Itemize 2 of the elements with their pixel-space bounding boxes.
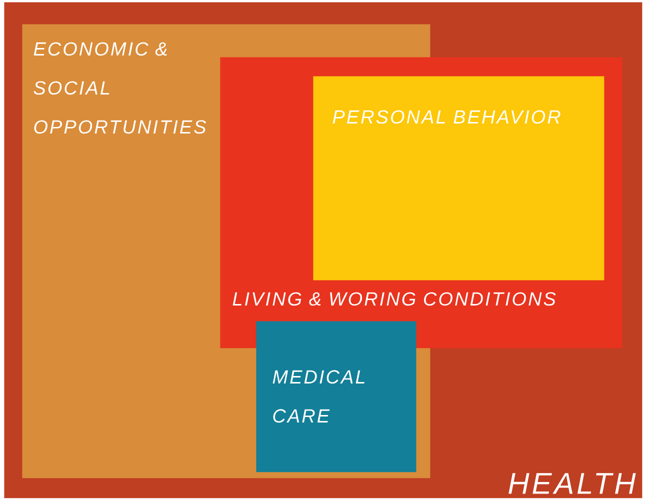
region-box: PERSONAL BEHAVIOR [313, 76, 604, 280]
region-box: MEDICAL CARE [256, 321, 416, 472]
